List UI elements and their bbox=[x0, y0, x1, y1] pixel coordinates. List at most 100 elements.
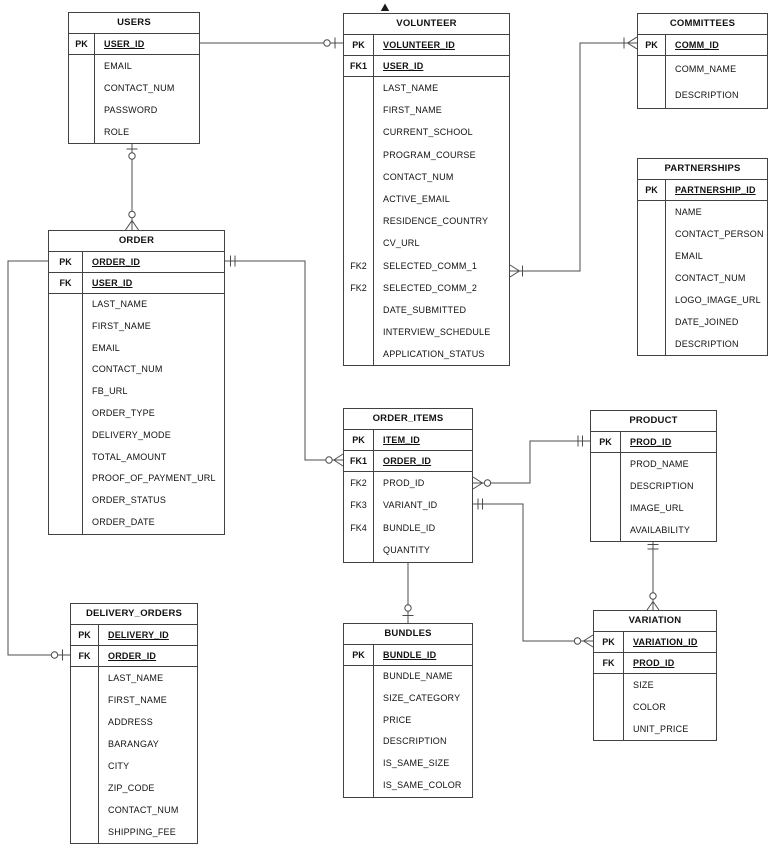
row-key-label: FK2 bbox=[344, 472, 374, 495]
row-key-label bbox=[49, 446, 83, 469]
row-key-label: PK bbox=[344, 35, 374, 55]
row-key-label bbox=[71, 821, 99, 843]
row-attribute-label: NAME bbox=[675, 207, 702, 217]
row-attribute-label: SIZE bbox=[633, 680, 654, 690]
row-key-label bbox=[344, 187, 374, 211]
row-attribute-label: ORDER_ID bbox=[92, 257, 141, 267]
row-key-label bbox=[49, 294, 83, 316]
entity-row: CONTACT_NUM bbox=[344, 165, 509, 188]
row-attribute-label: USER_ID bbox=[104, 39, 145, 49]
row-attribute-label: RESIDENCE_COUNTRY bbox=[383, 216, 489, 227]
row-key-label: FK4 bbox=[344, 516, 374, 540]
row-attribute-label: CONTACT_NUM bbox=[108, 805, 179, 815]
row-attribute-label: BUNDLE_ID bbox=[383, 522, 436, 533]
connector-users-order[interactable] bbox=[125, 141, 139, 231]
row-key-label bbox=[49, 490, 83, 512]
row-key-label bbox=[71, 777, 99, 799]
entity-row: APPLICATION_STATUS bbox=[344, 343, 509, 366]
row-key-label bbox=[591, 497, 621, 519]
row-attribute-label: AVAILABILITY bbox=[630, 525, 691, 535]
connector-orderitems-bundles[interactable] bbox=[402, 560, 414, 623]
entity-row: FIRST_NAME bbox=[344, 99, 509, 122]
connector-order-deliveryorders[interactable] bbox=[7, 260, 70, 661]
row-attribute-label: PROGRAM_COURSE bbox=[383, 149, 476, 160]
connector-orderitems-variation[interactable] bbox=[473, 498, 594, 648]
entity-title: COMMITTEES bbox=[638, 14, 767, 35]
row-key-label bbox=[344, 774, 374, 797]
row-attribute-label: CV_URL bbox=[383, 238, 420, 249]
row-attribute-label: TOTAL_AMOUNT bbox=[92, 451, 167, 462]
row-attribute-label: VARIATION_ID bbox=[633, 637, 698, 647]
row-key-label bbox=[49, 337, 83, 360]
entity-row: EMAIL bbox=[49, 337, 224, 360]
row-attribute-label: BARANGAY bbox=[108, 739, 159, 749]
row-attribute-label: CITY bbox=[108, 761, 130, 771]
row-attribute-label: IS_SAME_COLOR bbox=[383, 779, 462, 790]
connector-product-variation[interactable] bbox=[646, 539, 660, 611]
entity-row: SHIPPING_FEE bbox=[71, 821, 197, 843]
entity-row: INTERVIEW_SCHEDULE bbox=[344, 321, 509, 344]
entity-row: PROD_NAME bbox=[591, 453, 716, 475]
row-attribute-label: IMAGE_URL bbox=[630, 503, 684, 513]
row-key-label bbox=[638, 245, 666, 267]
row-key-label bbox=[594, 718, 624, 740]
connector-users-volunteer[interactable] bbox=[200, 37, 343, 49]
entity-row: NAME bbox=[638, 201, 767, 223]
row-attribute-label: BUNDLE_NAME bbox=[383, 671, 453, 681]
row-attribute-label: VOLUNTEER_ID bbox=[383, 40, 455, 50]
entity-row: PK VOLUNTEER_ID bbox=[344, 35, 509, 56]
row-attribute-label: DELIVERY_MODE bbox=[92, 429, 171, 440]
entity-title: VARIATION bbox=[594, 611, 716, 632]
row-key-label bbox=[69, 121, 95, 143]
entity-title: PRODUCT bbox=[591, 411, 716, 432]
entity-row: QUANTITY bbox=[344, 539, 472, 562]
connector-order-orderitems[interactable] bbox=[225, 255, 344, 467]
entity-row: SIZE_CATEGORY bbox=[344, 687, 472, 710]
row-key-label bbox=[638, 223, 666, 245]
row-attribute-label: USER_ID bbox=[383, 61, 424, 71]
entity-row: CURRENT_SCHOOL bbox=[344, 121, 509, 144]
entity-row: PASSWORD bbox=[69, 99, 199, 121]
row-attribute-label: FIRST_NAME bbox=[383, 105, 443, 116]
row-attribute-label: PROD_ID bbox=[630, 437, 672, 447]
entity-row: CONTACT_NUM bbox=[49, 359, 224, 382]
row-attribute-label: PRICE bbox=[383, 714, 412, 725]
row-key-label bbox=[594, 674, 624, 696]
row-key-label bbox=[69, 99, 95, 121]
connector-volunteer-committees[interactable] bbox=[509, 36, 638, 278]
entity-row: TOTAL_AMOUNT bbox=[49, 446, 224, 469]
row-attribute-label: IS_SAME_SIZE bbox=[383, 758, 450, 769]
row-key-label bbox=[71, 755, 99, 777]
entity-row: CV_URL bbox=[344, 232, 509, 255]
entity-row: PROGRAM_COURSE bbox=[344, 143, 509, 166]
row-key-label bbox=[49, 468, 83, 491]
row-attribute-label: DESCRIPTION bbox=[383, 736, 447, 747]
row-key-label bbox=[69, 55, 95, 77]
row-attribute-label: COLOR bbox=[633, 702, 667, 712]
row-key-label bbox=[71, 799, 99, 821]
row-attribute-label: DESCRIPTION bbox=[630, 481, 694, 491]
row-attribute-label: DELIVERY_ID bbox=[108, 630, 169, 640]
entity-row: IS_SAME_SIZE bbox=[344, 753, 472, 775]
connector-orderitems-product[interactable] bbox=[472, 435, 590, 490]
row-key-label bbox=[344, 121, 374, 144]
entity-title: ORDER_ITEMS bbox=[344, 409, 472, 430]
row-key-label: FK3 bbox=[344, 494, 374, 517]
